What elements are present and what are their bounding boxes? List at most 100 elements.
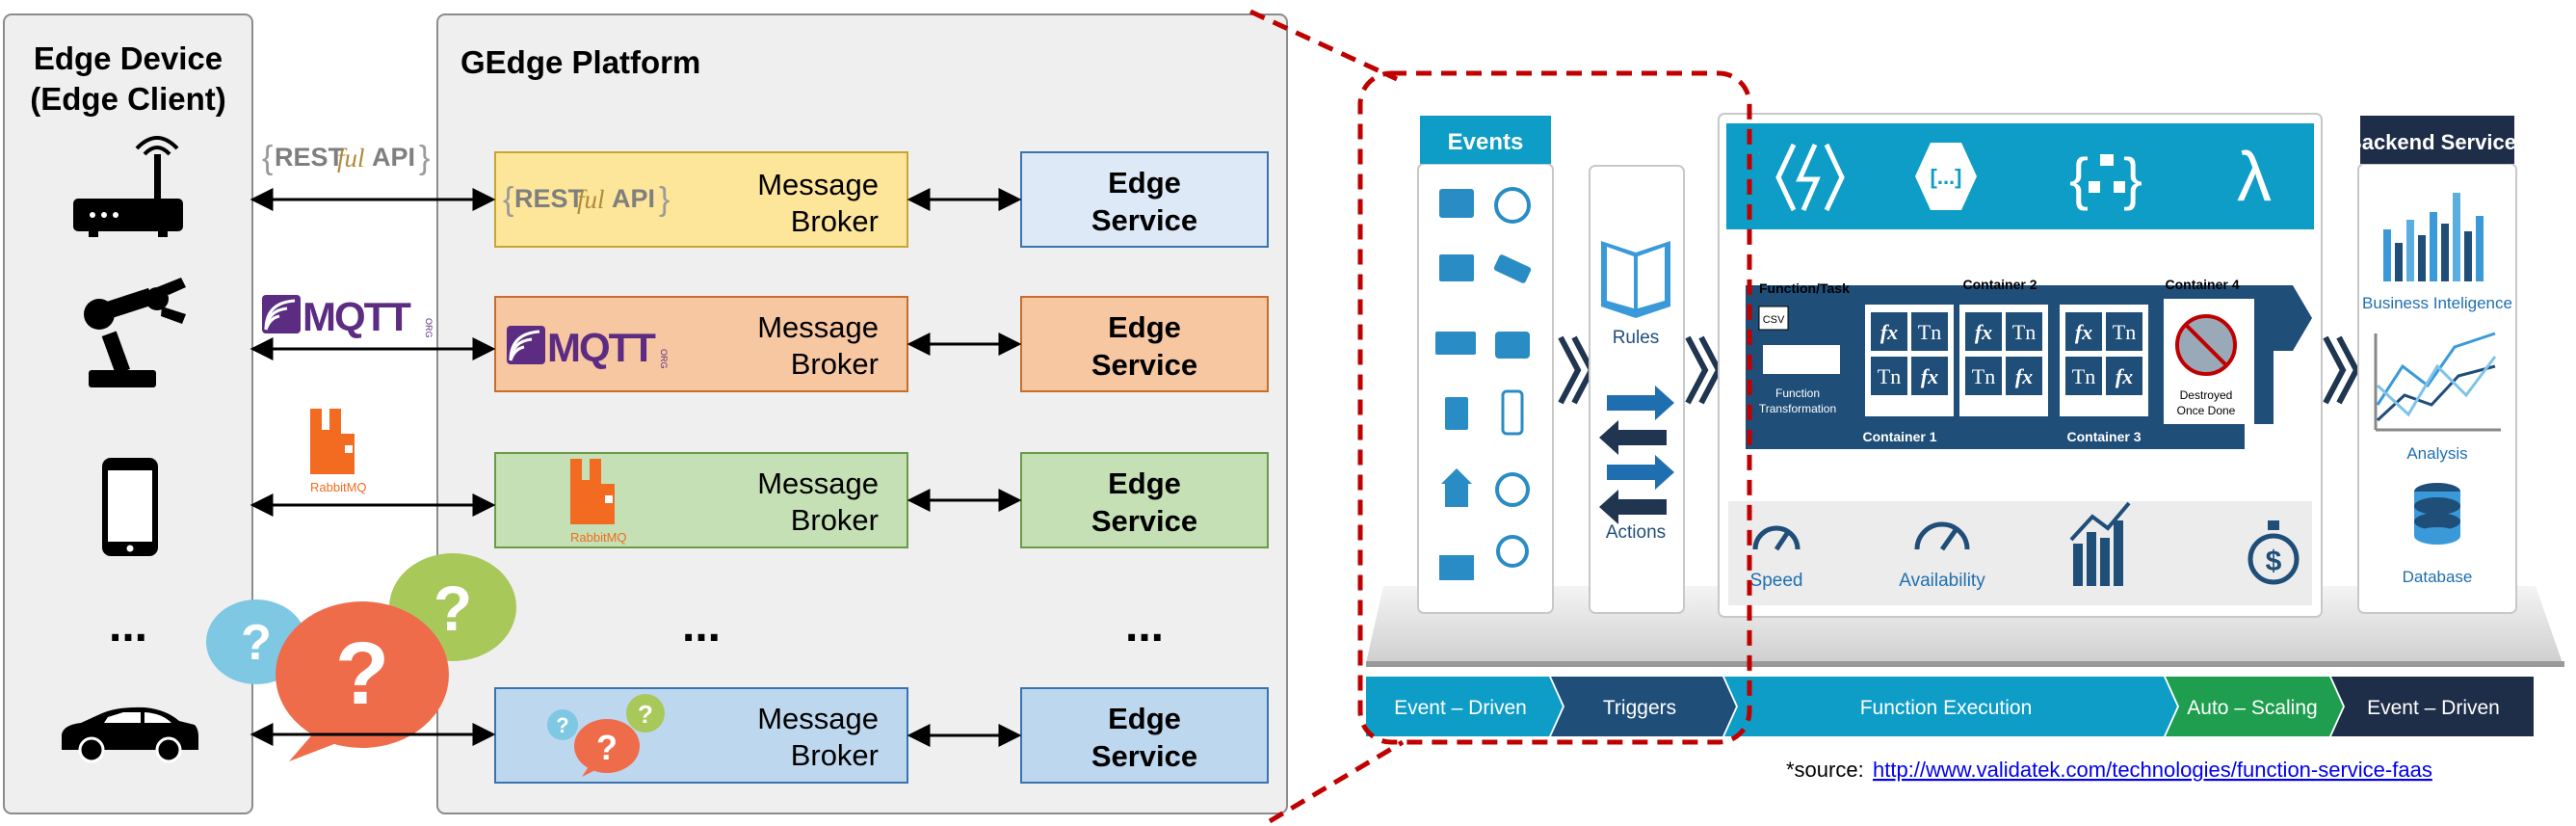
stage-bar: Event – Driven Triggers Function Executi… [1366,677,2534,736]
stage-event-driven [1366,677,1563,736]
chevron-icon [1558,335,1595,405]
message-broker-box [494,151,908,248]
speed-label: Speed [1750,571,1803,591]
container-3: fx Tn Tn fx [2060,305,2148,416]
svg-text:CSV: CSV [1763,314,1785,326]
business-intelligence-label: Business Inteligence [2362,294,2512,312]
lambda-icon: λ [2237,139,2272,216]
svg-text:ful: ful [337,144,365,173]
broker-label: Message [757,168,879,201]
svg-text:MQTT: MQTT [302,294,411,339]
stage-auto-scaling [2166,677,2343,736]
edge-device-title: Edge Device [34,40,223,76]
svg-text:?: ? [638,700,653,729]
svg-text:fx: fx [2116,364,2133,388]
svg-text:*source:: *source: [1786,758,1864,782]
broker-label: Broker [791,204,879,238]
events-title: Events [1448,129,1524,155]
svg-text:fx: fx [2015,364,2033,388]
chevron-icon [1685,335,1722,405]
broker-label: Message [757,702,879,735]
faas-diagram: Events [1366,113,2564,736]
rest-api-label: { REST ful API } [262,140,430,176]
svg-text:fx: fx [1921,364,1938,388]
svg-text:Tn: Tn [1972,364,1995,388]
svg-text:RabbitMQ: RabbitMQ [570,530,627,545]
svg-text:fx: fx [2075,320,2092,344]
source-credit: *source: http://www.validatek.com/techno… [1786,758,2432,782]
function-transformation-label: Function [1775,386,1820,400]
question-bubbles-icon: ? ? ? [206,553,516,761]
growth-chart-icon [2069,501,2131,586]
svg-text:MQTT: MQTT [547,325,656,370]
stage-label: Event – Driven [1394,697,1527,719]
stage-event-driven-2 [2331,677,2534,736]
svg-text:Tn: Tn [2113,320,2136,344]
edge-service-box [1020,687,1269,784]
small-question-bubbles-icon: ? ? ? [547,694,665,777]
service-label: Edge [1108,466,1181,500]
broker-label: Broker [791,738,879,772]
connector-arrows [250,188,1022,747]
svg-text:$: $ [2266,546,2282,577]
message-broker-box [494,452,908,548]
container-4-label: Container 4 [2165,277,2239,292]
source-link[interactable]: http://www.validatek.com/technologies/fu… [1873,758,2432,782]
boxes-icon [1439,555,1474,580]
mqtt-label: MQTT ORG [262,294,434,339]
broker-label: Broker [791,503,879,537]
svg-text:?: ? [434,573,472,644]
rulebook-icon [1601,241,1670,318]
svg-text:ORG: ORG [659,349,669,369]
edge-service-box [1020,452,1269,548]
availability-label: Availability [1899,571,1985,591]
svg-text:}: } [419,140,430,176]
container-4: Destroyed Once Done [2164,299,2254,424]
rest-api-logo: { REST ful API } [503,181,670,218]
database-icon [2414,483,2460,545]
svg-text:Tn: Tn [2072,364,2095,388]
mqtt-waves-icon [262,295,301,333]
edge-service-box [1020,151,1269,248]
service-label: Edge [1108,702,1181,735]
backend-services-panel: Backend Services Business Inteligence An… [2347,116,2528,614]
function-transformation-label: Transformation [1759,402,1836,415]
svg-text:fx: fx [1880,320,1898,344]
container-1: fx Tn Tn fx [1865,305,1954,416]
row-rest: { REST ful API } Message Broker Edge Ser… [494,151,1269,248]
backend-services-title: Backend Services [2347,130,2528,154]
arrows-exchange-icon [1599,386,1674,524]
message-broker-box [494,296,908,392]
edge-device-ellipsis: ... [109,600,147,652]
gauge-icon [1494,187,1531,224]
edge-device-subtitle: (Edge Client) [30,81,226,117]
service-label: Service [1091,203,1197,237]
trash-icon [1445,397,1468,430]
stage-label: Function Execution [1860,697,2033,719]
camera-icon [1495,332,1530,359]
rabbitmq-label: RabbitMQ [310,409,367,494]
svg-text:?: ? [556,713,568,737]
stage-triggers [1551,677,1736,736]
availability-gauge-icon [1914,521,1970,551]
container-2-label: Container 2 [1962,277,2037,292]
events-panel: Events [1417,116,1554,614]
highlight-callout [1249,9,1752,824]
svg-text:REST: REST [275,143,345,172]
csv-document-icon: CSV [1758,306,1840,374]
router-icon [73,136,183,237]
stage-function-execution [1724,677,2177,736]
platform-ellipsis-right: ... [1125,600,1164,652]
svg-text:{: { [262,140,273,176]
mqtt-logo: MQTT ORG [507,325,669,370]
svg-text:ful: ful [577,185,605,214]
database-label: Database [2403,568,2473,586]
destroyed-label: Once Done [2177,404,2236,417]
stage-label: Event – Driven [2367,697,2500,719]
svg-text:fx: fx [1975,320,1992,344]
svg-text:}: } [659,181,670,218]
function-task-label: Function/Task [1759,280,1850,296]
service-label: Service [1091,348,1197,382]
hexagon-brackets-icon: [...] [1915,143,1977,210]
svg-text:{: { [503,181,513,218]
